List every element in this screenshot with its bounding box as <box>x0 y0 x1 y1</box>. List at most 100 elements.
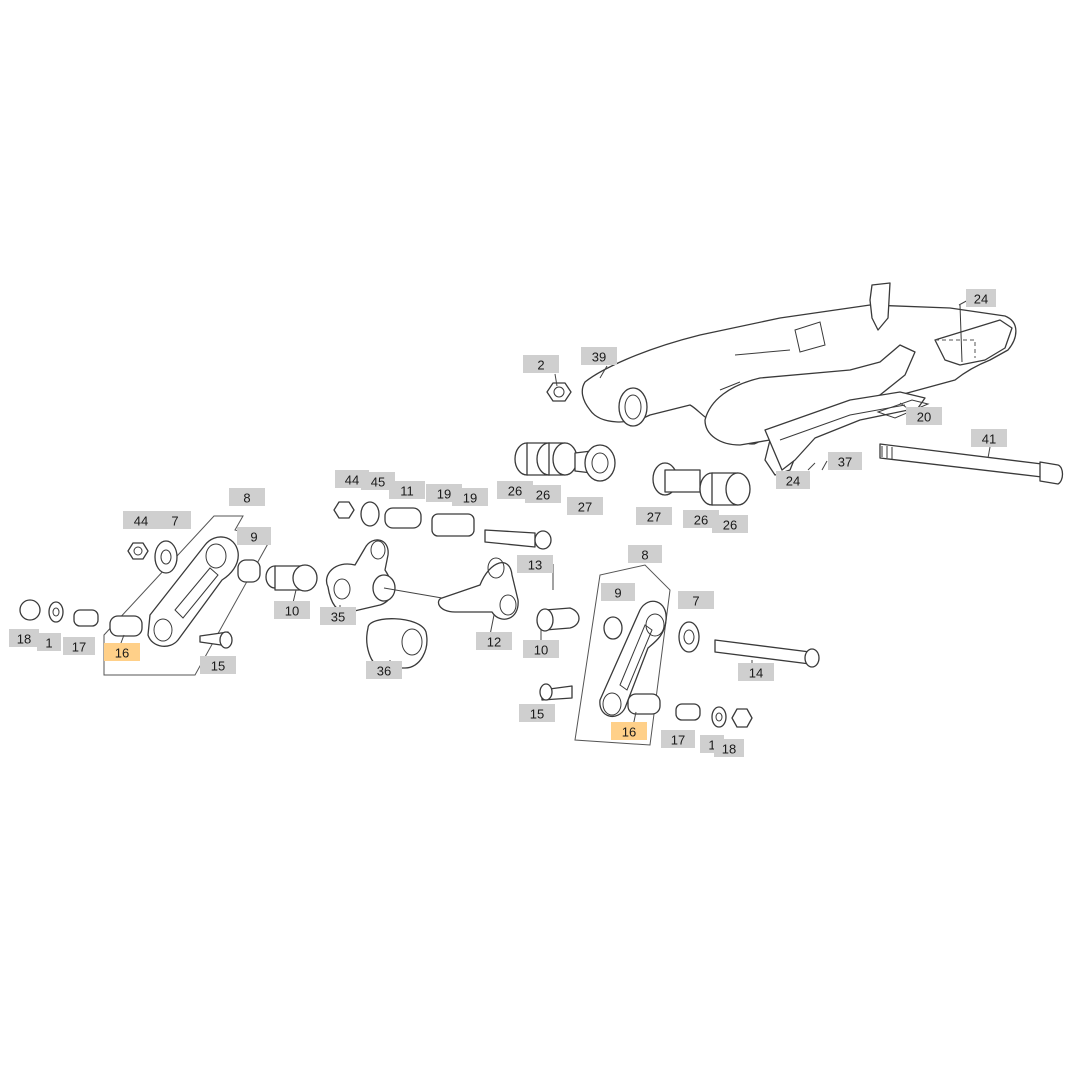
callout-box <box>335 470 369 488</box>
callout-number: 10 <box>534 643 548 658</box>
callout-12: 12 <box>476 632 512 650</box>
callout-box <box>274 601 310 619</box>
callout-18a: 18 <box>9 629 39 647</box>
callout-number: 35 <box>331 610 345 625</box>
callout-box <box>237 527 271 545</box>
callout-box <box>389 481 425 499</box>
callout-number: 17 <box>671 733 685 748</box>
callout-number: 15 <box>211 659 225 674</box>
callout-number: 39 <box>592 350 606 365</box>
callout-number: 44 <box>345 473 359 488</box>
callout-number: 12 <box>487 635 501 650</box>
callout-26a: 26 <box>497 481 533 499</box>
callout-box <box>123 511 159 529</box>
callout-8b: 8 <box>628 545 662 563</box>
callout-number: 9 <box>614 586 621 601</box>
callout-box <box>63 637 95 655</box>
nut-part-2 <box>546 382 572 402</box>
callout-box <box>37 633 61 651</box>
callout-box <box>683 510 719 528</box>
callout-number: 9 <box>250 530 257 545</box>
callout-number: 13 <box>528 558 542 573</box>
callout-box <box>320 607 356 625</box>
callout-35: 35 <box>320 607 356 625</box>
axle-bolt-part-41 <box>879 443 1064 485</box>
callout-37: 37 <box>828 452 862 470</box>
rocker-middle <box>325 501 552 669</box>
callout-number: 16 <box>115 646 129 661</box>
callout-box <box>9 629 39 647</box>
callout-box <box>906 407 942 425</box>
callout-box <box>567 497 603 515</box>
callout-number: 44 <box>134 514 148 529</box>
callout-box <box>828 452 862 470</box>
callout-box <box>581 347 617 365</box>
callout-number: 26 <box>694 513 708 528</box>
bearing-group-upper <box>514 442 616 482</box>
callout-39: 39 <box>581 347 617 365</box>
callout-9a: 9 <box>237 527 271 545</box>
small-parts-left <box>19 540 318 649</box>
callout-24b: 24 <box>776 471 810 489</box>
callout-box <box>601 583 635 601</box>
callout-number: 27 <box>647 510 661 525</box>
link-plate-right <box>574 564 671 746</box>
callout-box <box>523 640 559 658</box>
callout-41: 41 <box>971 429 1007 447</box>
callout-1a: 1 <box>37 633 61 651</box>
callout-box <box>104 643 140 661</box>
callout-number: 7 <box>692 594 699 609</box>
callout-number: 37 <box>838 455 852 470</box>
callout-17b: 17 <box>661 730 695 748</box>
callout-box <box>159 511 191 529</box>
callout-number: 10 <box>285 604 299 619</box>
callout-number: 27 <box>578 500 592 515</box>
callout-box <box>523 355 559 373</box>
callout-14: 14 <box>738 663 774 681</box>
callout-box <box>738 663 774 681</box>
callout-10b: 10 <box>523 640 559 658</box>
callout-box <box>628 545 662 563</box>
callout-number: 19 <box>463 491 477 506</box>
callout-17a: 17 <box>63 637 95 655</box>
small-parts-right <box>536 607 820 728</box>
callout-26b: 26 <box>525 485 561 503</box>
callout-26d: 26 <box>712 515 748 533</box>
callout-box <box>200 656 236 674</box>
callout-number: 18 <box>722 742 736 757</box>
callout-27a: 27 <box>567 497 603 515</box>
callout-7b: 7 <box>678 591 714 609</box>
callout-number: 1 <box>708 738 715 753</box>
callout-number: 20 <box>917 410 931 425</box>
callout-box <box>714 739 744 757</box>
callout-number: 36 <box>377 664 391 679</box>
callout-number: 24 <box>974 292 988 307</box>
callout-box <box>776 471 810 489</box>
callout-number: 8 <box>641 548 648 563</box>
callout-19b: 19 <box>452 488 488 506</box>
callout-box <box>497 481 533 499</box>
callout-box <box>476 632 512 650</box>
callout-44b: 44 <box>123 511 159 529</box>
callout-box <box>452 488 488 506</box>
callout-8a: 8 <box>229 488 265 506</box>
callout-number: 7 <box>171 514 178 529</box>
callout-box <box>611 722 647 740</box>
callout-15a: 15 <box>200 656 236 674</box>
callout-number: 26 <box>536 488 550 503</box>
callout-36: 36 <box>366 661 402 679</box>
callout-box <box>525 485 561 503</box>
callout-box <box>678 591 714 609</box>
callout-number: 26 <box>723 518 737 533</box>
callout-number: 41 <box>982 432 996 447</box>
callout-number: 24 <box>786 474 800 489</box>
callout-18b: 18 <box>714 739 744 757</box>
callout-20: 20 <box>906 407 942 425</box>
callout-box <box>636 507 672 525</box>
callout-9b: 9 <box>601 583 635 601</box>
callout-number: 17 <box>72 640 86 655</box>
callout-number: 15 <box>530 707 544 722</box>
callout-box <box>971 429 1007 447</box>
